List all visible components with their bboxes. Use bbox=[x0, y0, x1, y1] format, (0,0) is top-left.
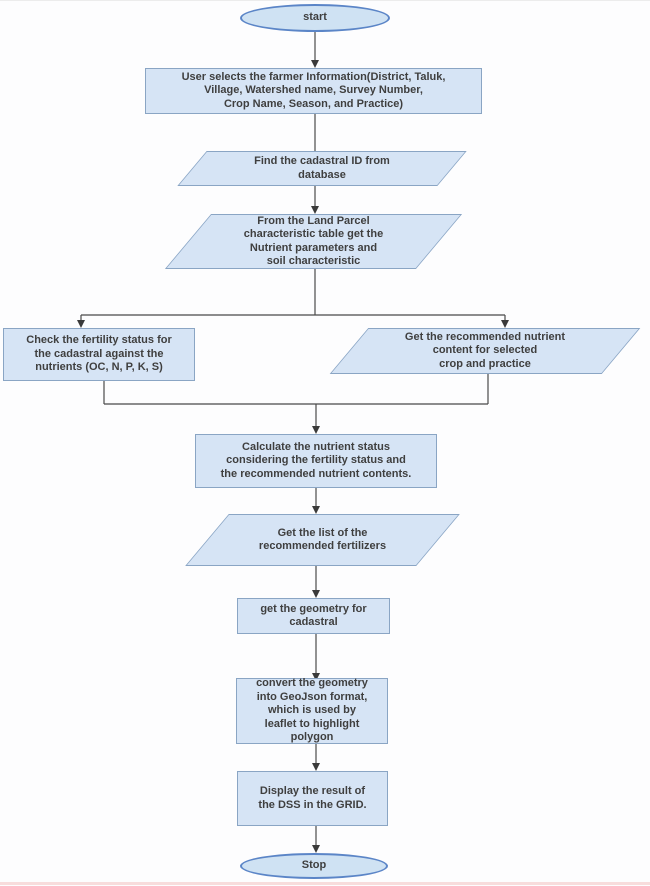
arrowhead-icon bbox=[312, 426, 320, 434]
arrowhead-icon bbox=[501, 320, 509, 328]
arrowhead-icon bbox=[312, 506, 320, 514]
node-get-geometry-label: get the geometry for cadastral bbox=[260, 602, 367, 628]
node-convert-geojson-process: convert the geometry into GeoJson format… bbox=[236, 677, 388, 744]
arrowhead-icon bbox=[311, 60, 319, 68]
node-start-terminator: start bbox=[240, 4, 390, 32]
node-fertilizer-list-label: Get the list of the recommended fertiliz… bbox=[258, 526, 387, 552]
node-start-label: start bbox=[303, 11, 327, 24]
connector-merge-branch bbox=[103, 374, 489, 427]
arrowhead-icon bbox=[312, 845, 320, 853]
node-stop-terminator: Stop bbox=[240, 853, 388, 879]
node-check-fertility-process: Check the fertility status for the cadas… bbox=[3, 328, 195, 381]
node-convert-geojson-label: convert the geometry into GeoJson format… bbox=[256, 677, 368, 744]
node-fertilizer-list-data: Get the list of the recommended fertiliz… bbox=[185, 514, 460, 566]
node-land-parcel-label: From the Land Parcel characteristic tabl… bbox=[243, 214, 384, 267]
arrowhead-icon bbox=[312, 673, 320, 681]
node-get-geometry-process: get the geometry for cadastral bbox=[237, 598, 390, 634]
node-calculate-status-process: Calculate the nutrient status considerin… bbox=[195, 434, 437, 488]
node-user-input-process: User selects the farmer Information(Dist… bbox=[145, 68, 482, 114]
arrowhead-icon bbox=[77, 320, 85, 328]
node-find-cadastral-id-data: Find the cadastral ID from database bbox=[177, 151, 467, 186]
node-stop-label: Stop bbox=[301, 859, 327, 872]
node-display-result-label: Display the result of the DSS in the GRI… bbox=[258, 785, 367, 811]
arrowhead-icon bbox=[311, 206, 319, 214]
bottom-edge-strip bbox=[0, 882, 650, 885]
node-user-input-label: User selects the farmer Information(Dist… bbox=[181, 70, 446, 110]
node-land-parcel-data: From the Land Parcel characteristic tabl… bbox=[164, 214, 463, 269]
node-recommended-nutrient-data: Get the recommended nutrient content for… bbox=[329, 328, 641, 374]
node-check-fertility-label: Check the fertility status for the cadas… bbox=[26, 334, 172, 374]
node-calculate-status-label: Calculate the nutrient status considerin… bbox=[220, 440, 412, 480]
node-recommended-nutrient-label: Get the recommended nutrient content for… bbox=[404, 330, 566, 370]
node-find-cadastral-id-label: Find the cadastral ID from database bbox=[254, 155, 390, 181]
connector-split-branch bbox=[80, 269, 506, 321]
arrowhead-icon bbox=[312, 590, 320, 598]
node-display-result-process: Display the result of the DSS in the GRI… bbox=[237, 771, 388, 826]
arrowhead-icon bbox=[312, 763, 320, 771]
